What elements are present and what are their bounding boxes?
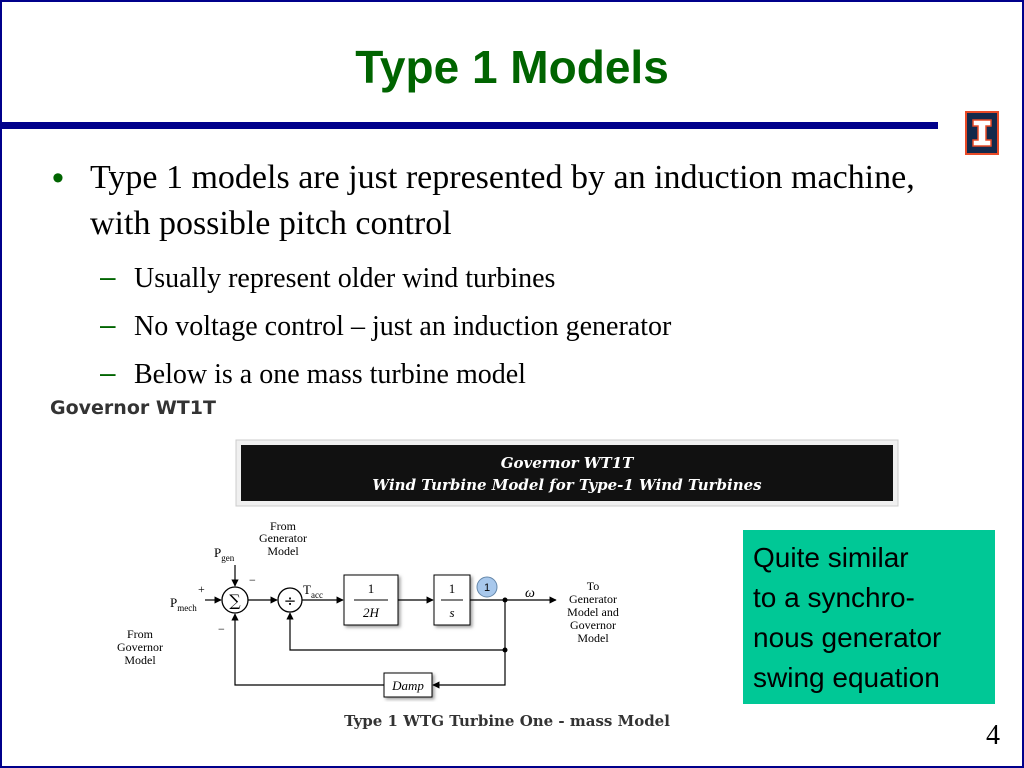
to-generator-label: To: [587, 579, 600, 593]
title-rule: [0, 122, 938, 129]
callout-line: nous generator: [753, 622, 942, 653]
sub-bullet-item: – No voltage control – just an induction…: [52, 309, 952, 343]
callout-line: Quite similar: [753, 542, 909, 573]
pmech-label: Pmech: [170, 595, 197, 613]
speed-feedback: [286, 600, 506, 651]
sub-bullet-text: Below is a one mass turbine model: [134, 359, 526, 390]
integrator-numerator: 1: [449, 581, 456, 596]
plus-sign: +: [198, 582, 205, 596]
integrator-denominator: s: [449, 605, 454, 620]
callout-box: Quite similar to a synchro- nous generat…: [743, 530, 995, 704]
banner-title: Governor WT1T: [501, 454, 635, 472]
university-block-i-icon: [972, 119, 992, 147]
diagram-banner-inner: [241, 445, 893, 501]
university-logo: [965, 111, 999, 155]
to-generator-label: Model: [577, 631, 609, 645]
minus-sign: −: [218, 622, 225, 636]
turbine-block-diagram: Governor WT1T Governor WT1T Wind Turbine…: [50, 397, 899, 730]
bullet-list: • Type 1 models are just represented by …: [52, 155, 952, 391]
diagram-caption: Type 1 WTG Turbine One - mass Model: [344, 712, 670, 730]
to-generator-label: Governor: [570, 618, 616, 632]
sub-bullet-item: – Usually represent older wind turbines: [52, 261, 952, 295]
omega-label: ω: [525, 586, 535, 601]
to-generator-label: Generator: [569, 592, 617, 606]
banner-subtitle: Wind Turbine Model for Type-1 Wind Turbi…: [372, 476, 762, 494]
damp-feedback: [231, 613, 384, 686]
sub-bullet-text: Usually represent older wind turbines: [134, 263, 556, 294]
from-governor-label: Model: [124, 653, 156, 667]
sum-symbol: ∑: [229, 591, 241, 610]
state-indicator: [476, 576, 498, 598]
sub-bullet-text: No voltage control – just an induction g…: [134, 311, 672, 342]
bullet-dot-icon: •: [52, 159, 64, 197]
inertia-denominator: 2H: [363, 605, 380, 620]
callout-line: to a synchro-: [753, 582, 915, 613]
damp-block: [383, 672, 433, 698]
from-governor-label: Governor: [117, 640, 163, 654]
diagram-heading: Governor WT1T: [50, 397, 216, 419]
minus-sign: −: [249, 573, 256, 587]
damp-label: Damp: [391, 678, 424, 693]
junction-dot: [502, 597, 508, 603]
from-generator-label: Model: [267, 544, 299, 558]
speed-to-damp: [432, 650, 506, 689]
from-generator-label: Generator: [259, 531, 307, 545]
to-generator-label: Model and: [567, 605, 619, 619]
state-number: 1: [484, 582, 490, 594]
from-generator-label: From: [270, 519, 297, 533]
junction-dot: [502, 647, 508, 653]
bullet-text: Type 1 models are just represented by an…: [90, 159, 915, 242]
pgen-label: Pgen: [214, 545, 235, 563]
callout-line: swing equation: [753, 662, 940, 693]
slide-title: Type 1 Models: [355, 41, 669, 93]
divide-symbol: ÷: [284, 592, 297, 610]
sub-bullet-item: – Below is a one mass turbine model: [52, 357, 952, 391]
from-governor-label: From: [127, 627, 154, 641]
inertia-numerator: 1: [368, 581, 375, 596]
tacc-label: Tacc: [303, 582, 323, 600]
page-number: 4: [986, 720, 1000, 751]
dash-icon: –: [100, 357, 116, 388]
dash-icon: –: [100, 309, 116, 340]
bullet-item: • Type 1 models are just represented by …: [52, 155, 952, 247]
dash-icon: –: [100, 261, 116, 292]
